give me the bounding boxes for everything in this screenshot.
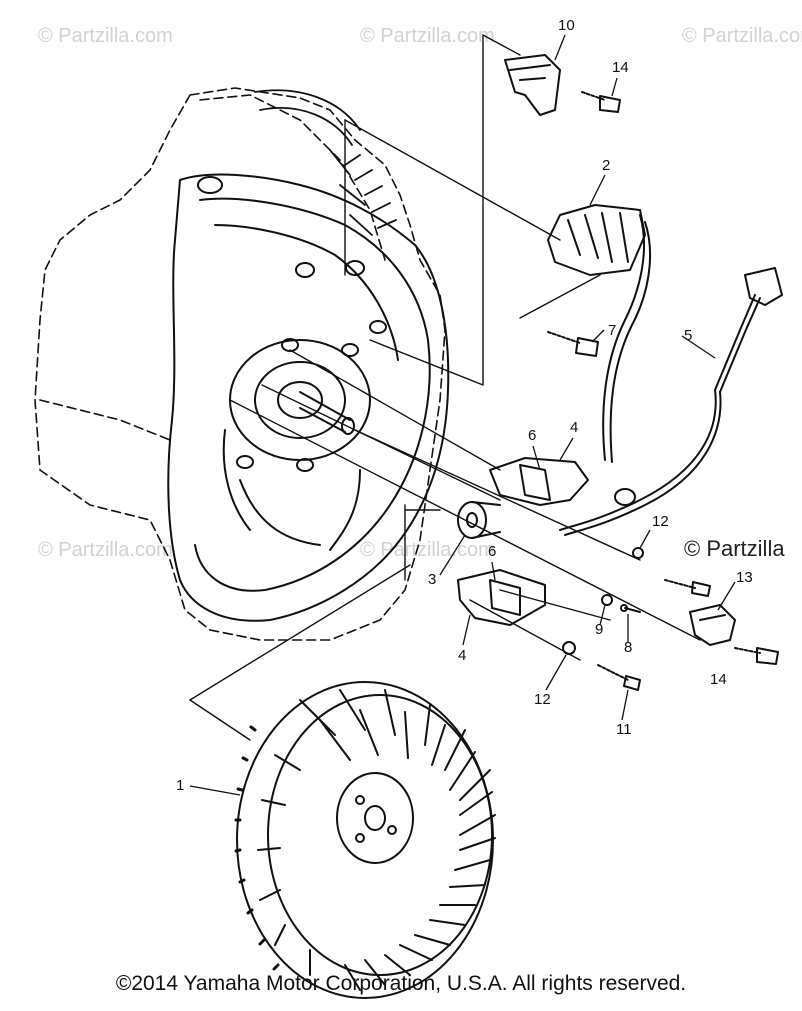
part-13-clamp [689, 604, 736, 646]
callout-3: 3 [428, 571, 436, 588]
part-10-clamp [504, 54, 561, 116]
watermark-text: © Partzilla.com [38, 25, 173, 47]
watermark-text: © Partzilla.com [360, 539, 495, 561]
watermark-text: © Partzilla.com [682, 25, 802, 47]
callout-12: 12 [652, 513, 669, 530]
callout-4: 4 [570, 419, 578, 436]
part-3-spacer [457, 501, 501, 539]
callout-8: 8 [624, 639, 632, 656]
cylinder-fins [254, 89, 397, 236]
callout-12: 12 [534, 691, 551, 708]
part-2-ignition-coil [547, 204, 646, 276]
part-12-washer [632, 547, 644, 559]
callout-labels: 10 14 2 7 5 6 4 12 13 6 3 9 8 4 14 12 11… [176, 17, 753, 794]
watermark-layer: © Partzilla.com © Partzilla.com © Partzi… [38, 25, 802, 561]
callout-6: 6 [528, 427, 536, 444]
callout-7: 7 [608, 322, 616, 339]
callout-4: 4 [458, 647, 466, 664]
part-9-washer [601, 594, 613, 606]
callout-11: 11 [616, 721, 632, 738]
flywheel-housing [167, 173, 450, 622]
callout-13: 13 [736, 569, 753, 586]
callout-leaders [189, 34, 736, 796]
callout-6: 6 [488, 543, 496, 560]
assembly-leader-lines [189, 34, 701, 741]
copyright-notice: ©2014 Yamaha Motor Corporation, U.S.A. A… [115, 972, 687, 995]
part-5-wire-harness [559, 214, 783, 536]
engine-crankcase-outline [34, 87, 446, 641]
part-7-bolt [547, 331, 599, 357]
part-12-screw [664, 579, 711, 597]
watermark-stamp: © Partzilla [684, 536, 785, 561]
part-12-washer [562, 641, 576, 655]
part-11-screw [597, 664, 641, 691]
part-6-pulser-coil-upper [489, 457, 589, 506]
callout-2: 2 [602, 157, 610, 174]
part-8-screw [620, 604, 641, 613]
part-14-bolt [734, 647, 779, 665]
watermark-text: © Partzilla.com [38, 539, 173, 561]
callout-5: 5 [684, 327, 692, 344]
callout-9: 9 [595, 621, 603, 638]
part-14-bolt [581, 91, 621, 113]
callout-14: 14 [710, 671, 727, 688]
watermark-text: © Partzilla.com [360, 25, 495, 47]
callout-1: 1 [176, 777, 184, 794]
part-6-pulser-coil-lower [457, 569, 546, 626]
callout-10: 10 [558, 17, 575, 34]
part-1-flywheel [234, 681, 496, 999]
callout-14: 14 [612, 59, 629, 76]
